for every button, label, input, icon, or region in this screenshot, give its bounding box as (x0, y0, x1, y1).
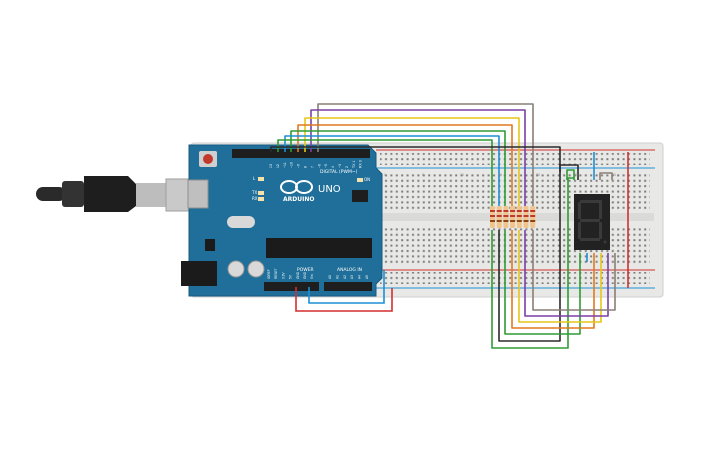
analog-pin-label: A4 (358, 275, 362, 279)
row-number: 30 (612, 173, 616, 177)
wire-yellow (304, 117, 520, 213)
board-brand: ARDUINO (283, 196, 314, 203)
segments (578, 200, 607, 244)
digital-pin-label: ~11 (283, 162, 287, 168)
wire-black-gnd (270, 146, 561, 172)
wire-green-b (504, 230, 581, 335)
display-segment (580, 219, 600, 222)
wire-green-2 (277, 139, 493, 213)
wire-green-top (566, 169, 575, 180)
power-pin-label: RESET (274, 268, 278, 279)
microcontroller-chip (266, 238, 372, 258)
digital-pin-label: ~9 (297, 164, 301, 168)
digital-pin-label: TX 1 (352, 161, 356, 168)
power-pin-label: 5V (289, 274, 293, 279)
digital-pin-label: 8 (304, 166, 308, 168)
rx-label: RX (252, 196, 258, 201)
display-segment (580, 238, 600, 241)
wires-power[interactable] (295, 270, 393, 312)
row-number: 1 (384, 173, 386, 177)
tx-label: TX (251, 190, 257, 195)
power-pin-label: Vin (310, 274, 314, 279)
row-number: 10 (460, 173, 464, 177)
power-jack (181, 261, 217, 286)
digital-pin-label: 4 (331, 166, 335, 168)
analog-pin-label: A1 (335, 275, 339, 279)
wire-blue (284, 135, 500, 213)
resistor-array[interactable] (490, 206, 536, 228)
l-label: L (253, 176, 256, 181)
wire-orange (297, 124, 513, 213)
wire-blue-a (498, 172, 561, 342)
digital-pin-label: ~6 (317, 164, 321, 168)
capacitor-2 (247, 260, 265, 278)
wire-orange-top (599, 172, 613, 180)
display-segment (580, 200, 602, 203)
power-pin-label: GND (296, 271, 300, 279)
digital-pin-label: ~5 (324, 164, 328, 168)
wires-digital[interactable] (270, 103, 561, 213)
wire-yellow-a (518, 230, 602, 323)
wire-green (290, 130, 506, 213)
power-label: POWER (297, 267, 314, 273)
display-segment (599, 222, 602, 239)
row-number: 15 (498, 173, 502, 177)
row-number: 5 (422, 173, 424, 177)
wire-5v-red (295, 287, 393, 312)
power-header (264, 282, 319, 291)
wire-orange-a (511, 230, 595, 329)
wire-gnd-blue (308, 270, 385, 304)
display-segment (578, 202, 581, 219)
wires-display[interactable] (491, 152, 629, 349)
digital-pin-label: 13 (269, 164, 273, 168)
digital-pin-label: RX 0 (359, 160, 363, 168)
wire-purple-a (524, 230, 609, 317)
usb-cable[interactable] (36, 176, 203, 212)
wire-gray-a (532, 230, 616, 311)
row-number: 20 (536, 173, 540, 177)
digital-label: DIGITAL (PWM~) (320, 169, 358, 175)
digital-pin-label: 2 (345, 166, 349, 168)
analog-pin-label: A2 (343, 275, 347, 279)
crystal (227, 216, 255, 228)
digital-pin-label: 12 (276, 164, 280, 168)
digital-pin-label: ~10 (290, 162, 294, 168)
display-decimal-point (603, 240, 607, 244)
digital-pin-label: 7 (310, 166, 314, 168)
display-segment (578, 222, 581, 239)
analog-pin-label: A3 (350, 275, 354, 279)
power-pin-label: 3.3V (281, 272, 285, 279)
board-model: UNO (318, 184, 341, 195)
analog-header (324, 282, 372, 291)
analog-pin-label: A0 (328, 275, 332, 279)
capacitor-1 (227, 260, 245, 278)
arduino-uno-board[interactable]: ARDUINO UNO DIGITAL (PWM~) POWER ANALOG … (181, 144, 383, 297)
wire-black-top (559, 164, 579, 180)
arduino-logo (280, 180, 313, 194)
wire-green-a (491, 177, 574, 349)
row-number: 25 (574, 173, 578, 177)
analog-pin-label: A5 (365, 275, 369, 279)
display-segment (599, 202, 602, 219)
wire-gray (317, 103, 534, 213)
seven-segment-display[interactable] (574, 194, 610, 250)
analog-label: ANALOG IN (337, 267, 362, 273)
on-label: ON (364, 177, 370, 182)
power-pin-label: IOREF (267, 269, 271, 279)
digital-pin-label: ~3 (338, 164, 342, 168)
power-pin-label: GND (303, 271, 307, 279)
digital-header (232, 149, 370, 158)
